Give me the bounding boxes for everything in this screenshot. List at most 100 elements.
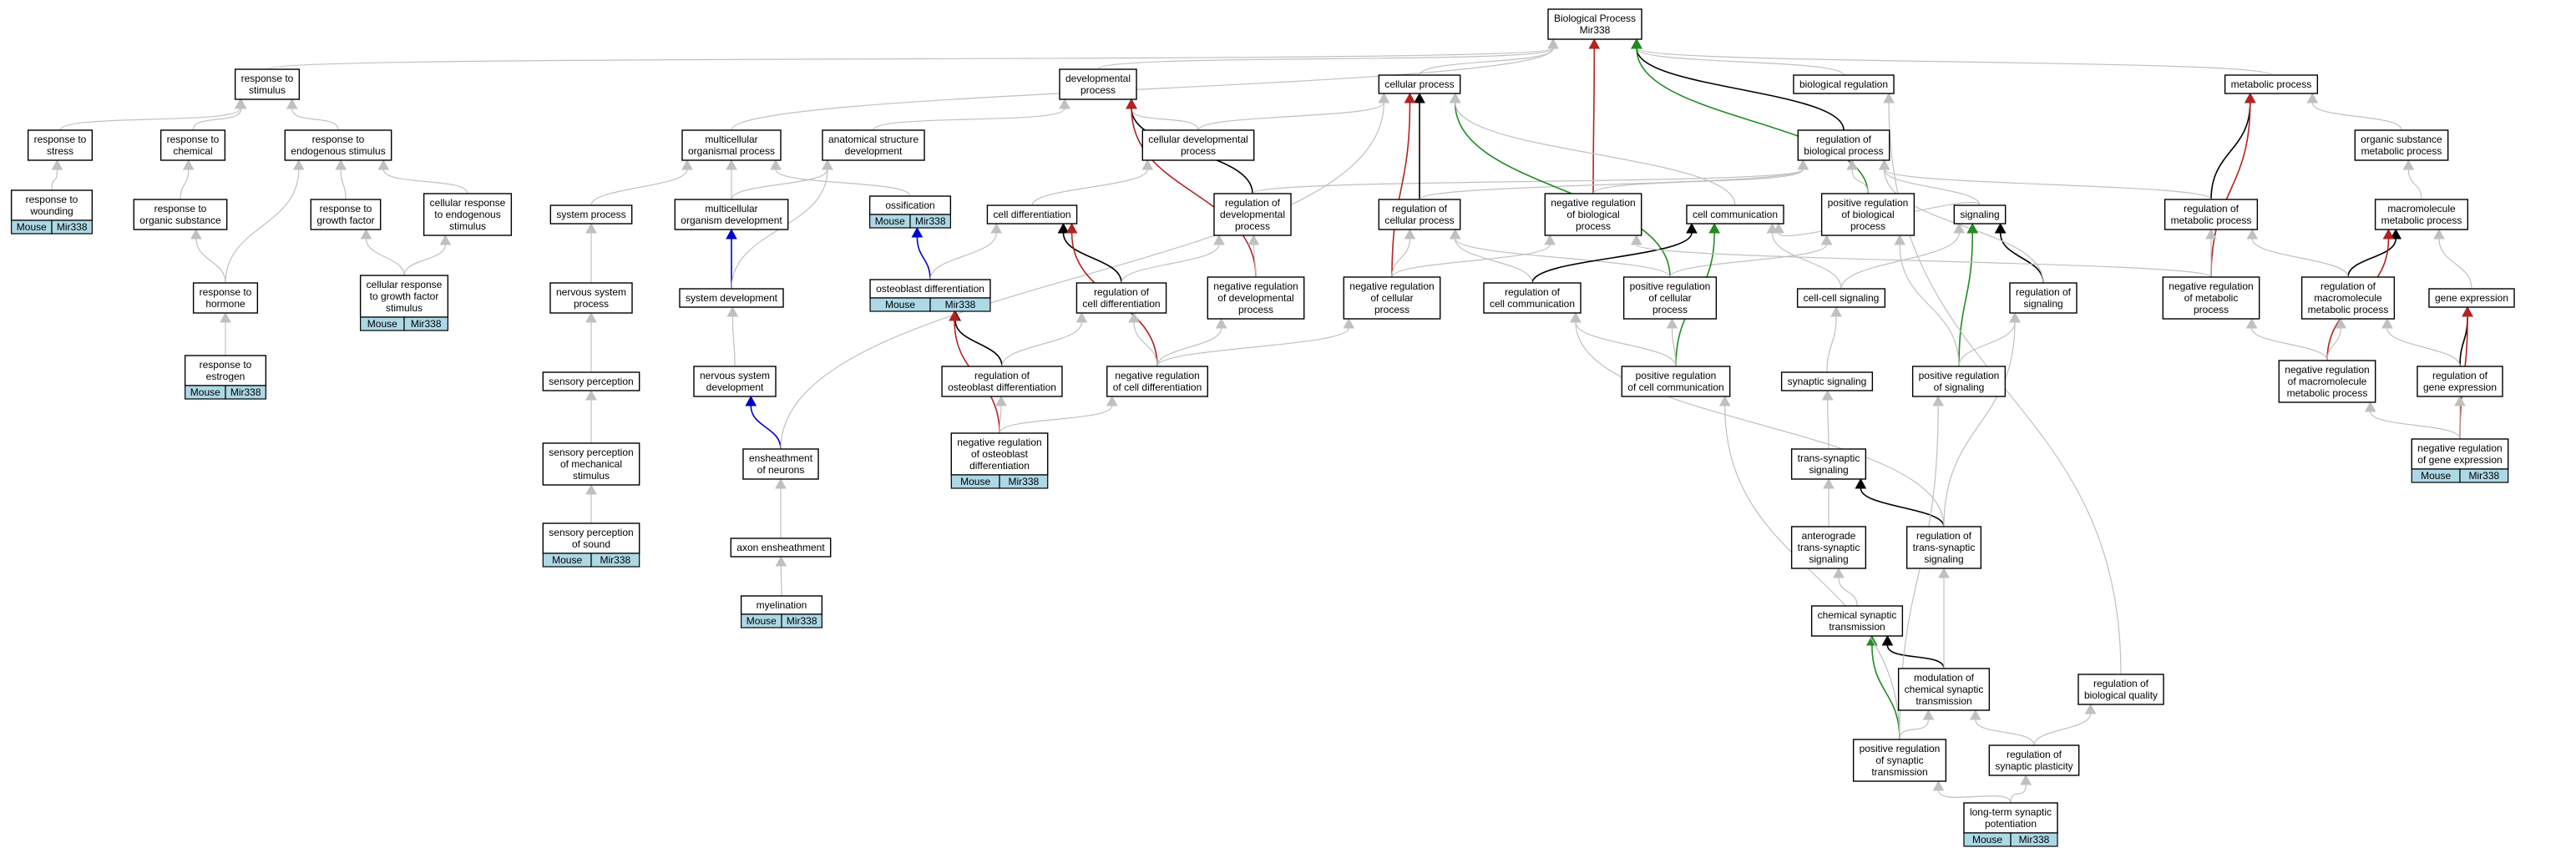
node-box: [1483, 282, 1582, 314]
node-box: [950, 432, 1049, 476]
go-term-node-syn-signaling[interactable]: synaptic signaling: [1780, 371, 1874, 391]
edge-arrowhead: [377, 159, 390, 170]
node-label: positive regulation: [1919, 370, 2000, 381]
node-label: biological regulation: [1799, 78, 1888, 90]
node-label: wounding: [29, 205, 73, 217]
edge-arrowhead: [1994, 222, 2007, 234]
edge-negatively-regulates: [1391, 102, 1411, 278]
edge-arrowhead: [1953, 222, 1966, 234]
edge-arrowhead: [2454, 395, 2466, 406]
go-term-node-cc-signaling[interactable]: cell-cell signaling: [1796, 288, 1886, 308]
edge-is-a: [1455, 102, 1736, 206]
edge-arrowhead: [1878, 159, 1890, 170]
edge-arrowhead: [1213, 234, 1225, 245]
node-label: of gene expression: [2417, 454, 2502, 466]
edge-arrowhead: [1065, 222, 1078, 234]
go-term-node-sys-proc[interactable]: system process: [549, 204, 633, 225]
go-term-node-bio-reg[interactable]: biological regulation: [1793, 74, 1895, 94]
node-box: [2224, 74, 2319, 94]
gene-badge-cell: [51, 220, 93, 235]
edge-is-a: [775, 169, 911, 197]
edge-is-a: [1669, 244, 1828, 278]
go-term-node-cell-comm[interactable]: cell communication: [1686, 204, 1784, 225]
gene-badge-label: Mir338: [230, 386, 261, 398]
go-term-node-axon-ensheath[interactable]: axon ensheathment: [730, 537, 832, 558]
edge-is-a: [873, 108, 1065, 131]
gene-badge-label: Mir338: [787, 615, 817, 627]
gene-badge-cell: [929, 297, 991, 312]
go-term-node-met-proc[interactable]: metabolic process: [2224, 74, 2319, 94]
go-term-node-cell-proc[interactable]: cellular process: [1378, 74, 1461, 94]
edge-arrowhead: [1894, 234, 1905, 245]
go-term-node-sens-perc[interactable]: sensory perception: [542, 371, 640, 391]
edge-is-a: [1840, 232, 1960, 290]
edge-arrowhead: [235, 98, 247, 109]
node-label: cell communication: [1490, 298, 1575, 310]
go-term-node-sys-dev[interactable]: system development: [679, 288, 784, 308]
node-label: positive regulation: [1860, 743, 1941, 754]
go-term-node-gene-expr[interactable]: gene expression: [2428, 288, 2515, 308]
edge-is-a: [1884, 169, 1981, 206]
go-term-node-signaling[interactable]: signaling: [1953, 204, 2007, 225]
go-term-node-cell-diff[interactable]: cell differentiation: [986, 204, 1078, 225]
